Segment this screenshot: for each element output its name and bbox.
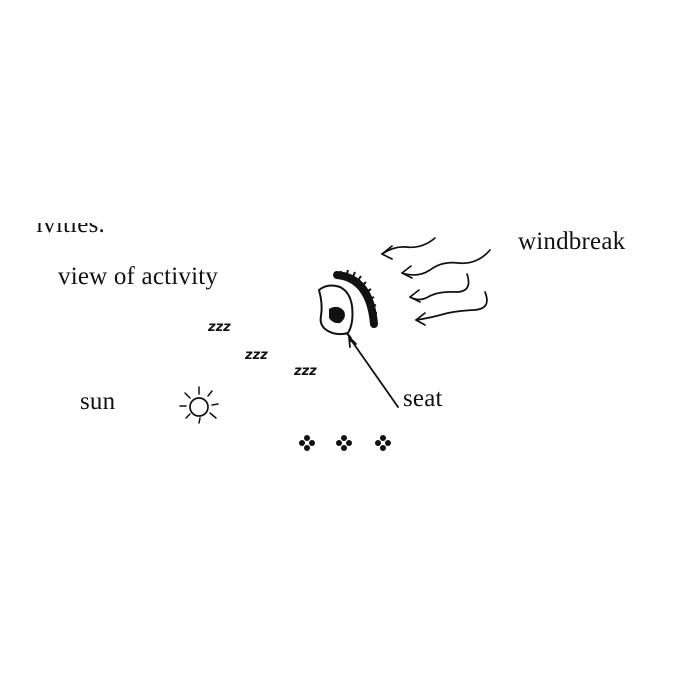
wind-arrow-1 bbox=[381, 237, 436, 260]
wind-arrow-3 bbox=[409, 273, 470, 303]
sleep-mark-1: zzz bbox=[207, 320, 231, 335]
plant-symbol-2 bbox=[336, 435, 352, 451]
windbreak-label: windbreak bbox=[518, 228, 626, 255]
plant-symbol-1 bbox=[299, 435, 315, 451]
plant-symbol-3 bbox=[375, 435, 391, 451]
wind-arrow-4 bbox=[415, 291, 488, 326]
cropped-caption-text: ivities. bbox=[36, 211, 105, 238]
sleep-mark-2: zzz bbox=[244, 348, 268, 363]
sleep-mark-3: zzz bbox=[293, 364, 317, 379]
windbreak-symbol bbox=[333, 269, 378, 328]
seat-pointer-arrow bbox=[348, 336, 399, 408]
seat-symbol bbox=[317, 284, 354, 343]
wind-arrow-2 bbox=[401, 249, 491, 279]
sleep-marks: zzz zzz zzz bbox=[207, 320, 317, 379]
wind-arrows bbox=[381, 237, 491, 326]
sun-icon bbox=[179, 386, 219, 424]
sun-label: sun bbox=[80, 388, 116, 415]
seat-label: seat bbox=[403, 385, 443, 412]
plant-symbols bbox=[299, 435, 391, 451]
view-of-activity-label: view of activity bbox=[58, 263, 219, 290]
